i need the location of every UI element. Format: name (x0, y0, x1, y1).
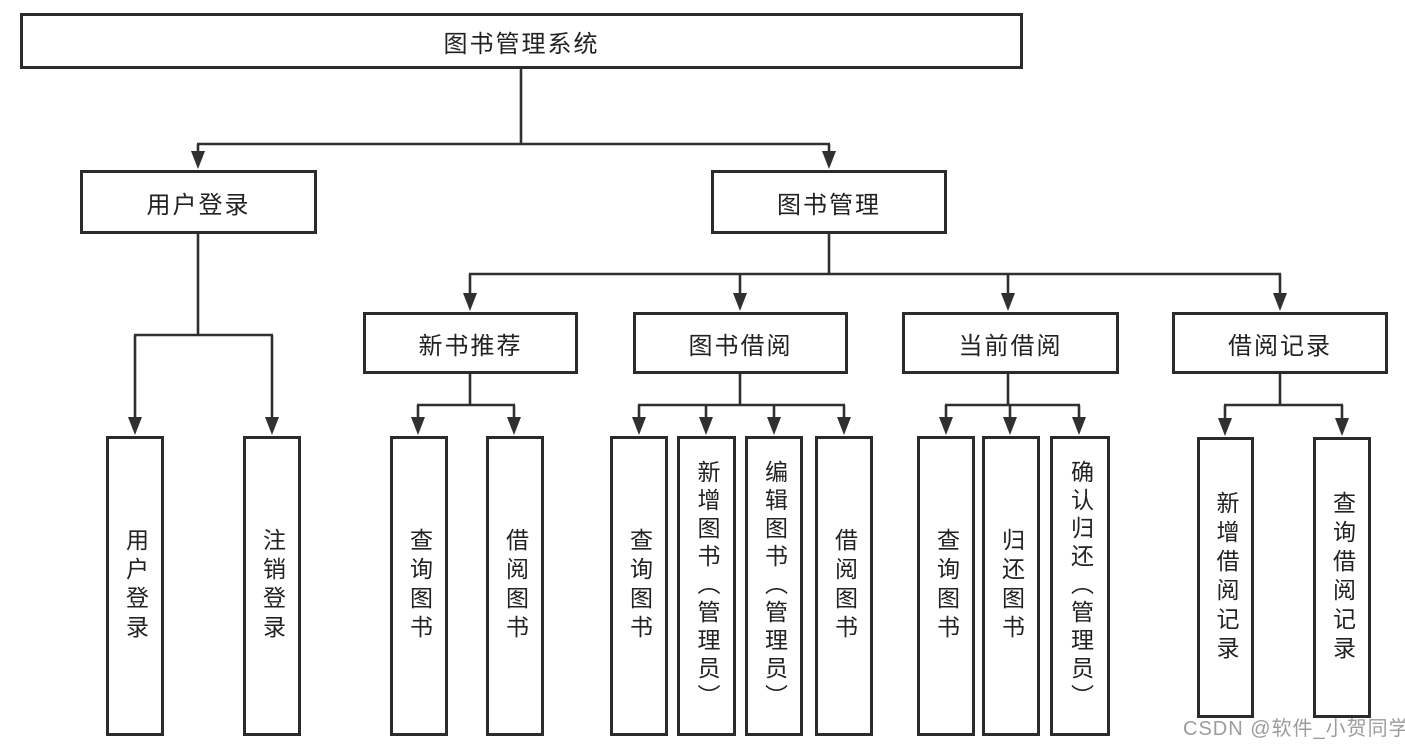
leaf-query-book-current: 查询图书 (917, 436, 975, 736)
leaf-return-book: 归还图书 (982, 436, 1040, 736)
node-root-system: 图书管理系统 (20, 13, 1023, 69)
leaf-query-book-borrow: 查询图书 (610, 436, 668, 736)
arrowhead-icons (128, 151, 1349, 436)
leaf-query-book-recommend: 查询图书 (390, 436, 448, 736)
leaf-borrow-book: 借阅图书 (815, 436, 873, 736)
leaf-query-borrow-record: 查询借阅记录 (1313, 437, 1371, 718)
leaf-add-book-admin: 新增图书（管理员） (677, 436, 736, 736)
leaf-logout: 注销登录 (243, 436, 301, 736)
csdn-watermark: CSDN @软件_小贺同学 (1183, 718, 1405, 740)
node-book-management-module: 图书管理 (711, 170, 947, 234)
leaf-edit-book-admin: 编辑图书（管理员） (745, 436, 803, 736)
node-book-borrow: 图书借阅 (633, 312, 848, 374)
leaf-borrow-book-recommend: 借阅图书 (486, 436, 544, 736)
leaf-user-login: 用户登录 (106, 436, 164, 736)
leaf-add-borrow-record: 新增借阅记录 (1197, 437, 1254, 718)
node-borrow-record: 借阅记录 (1172, 312, 1388, 374)
leaf-confirm-return-admin: 确认归还（管理员） (1050, 436, 1110, 736)
node-current-borrow: 当前借阅 (902, 312, 1119, 374)
node-new-book-recommend: 新书推荐 (363, 312, 578, 374)
node-user-login-module: 用户登录 (80, 170, 317, 234)
